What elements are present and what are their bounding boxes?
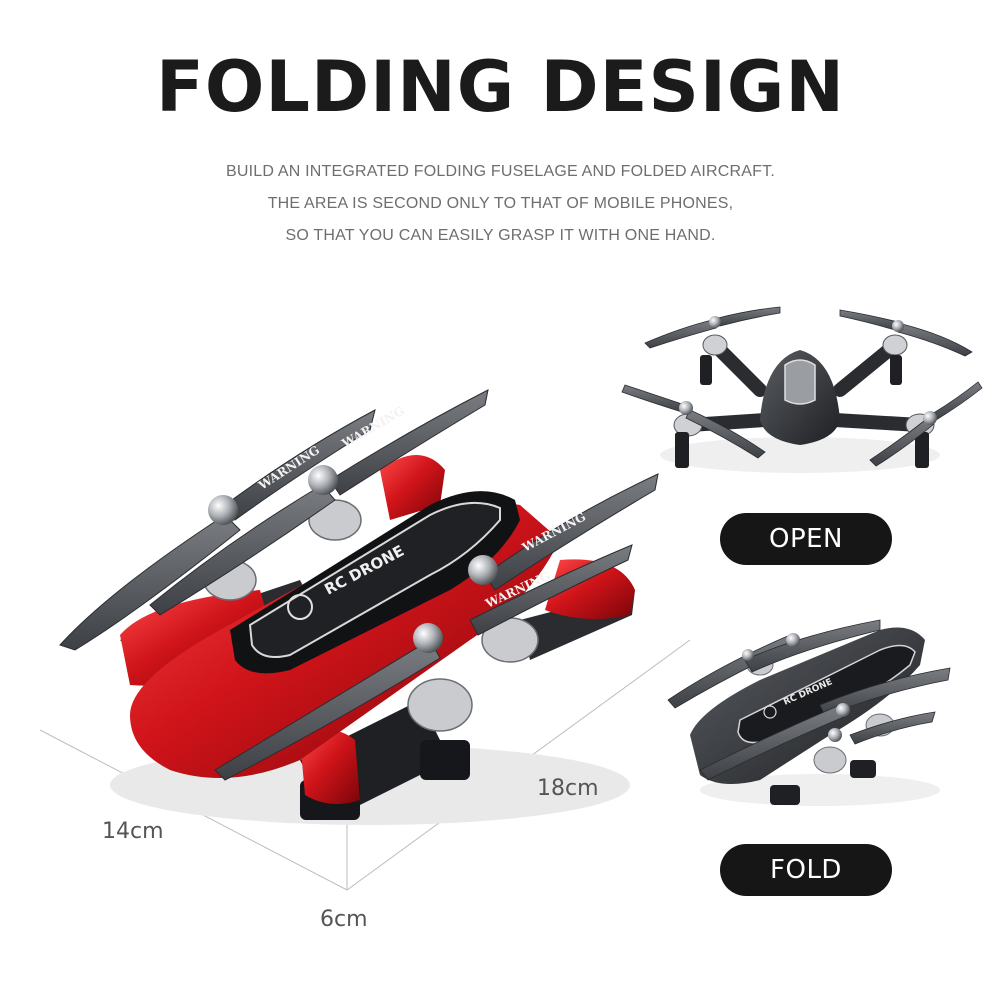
dimension-length-label: 18cm bbox=[537, 776, 599, 801]
propeller-blade bbox=[469, 544, 633, 636]
propeller-blade bbox=[214, 639, 441, 781]
propeller-hub bbox=[308, 465, 338, 495]
fold-state-label: FOLD bbox=[720, 844, 892, 896]
dimension-width-label: 14cm bbox=[102, 819, 164, 844]
subtitle-line-3: SO THAT YOU CAN EASILY GRASP IT WITH ONE… bbox=[285, 227, 716, 244]
page-title: FOLDING DESIGN bbox=[156, 46, 845, 128]
open-state-label: OPEN bbox=[720, 513, 892, 565]
propeller-blade bbox=[484, 473, 659, 591]
propeller-hub bbox=[413, 623, 443, 653]
propeller-blade bbox=[149, 484, 336, 616]
dimension-height-label: 6cm bbox=[320, 907, 368, 932]
propeller-hub bbox=[468, 555, 498, 585]
propeller-hub bbox=[208, 495, 238, 525]
subtitle-line-1: BUILD AN INTEGRATED FOLDING FUSELAGE AND… bbox=[226, 163, 775, 180]
propeller-blade bbox=[59, 514, 241, 651]
open-drone bbox=[621, 306, 983, 473]
main-drone-folded: RC DRONE WARNING WARNING WARNING WARNING bbox=[59, 389, 659, 825]
subtitle-line-2: THE AREA IS SECOND ONLY TO THAT OF MOBIL… bbox=[267, 195, 734, 212]
propeller-blade bbox=[329, 389, 489, 496]
propeller-blade bbox=[224, 409, 376, 521]
folded-drone: RC DRONE bbox=[667, 619, 951, 806]
